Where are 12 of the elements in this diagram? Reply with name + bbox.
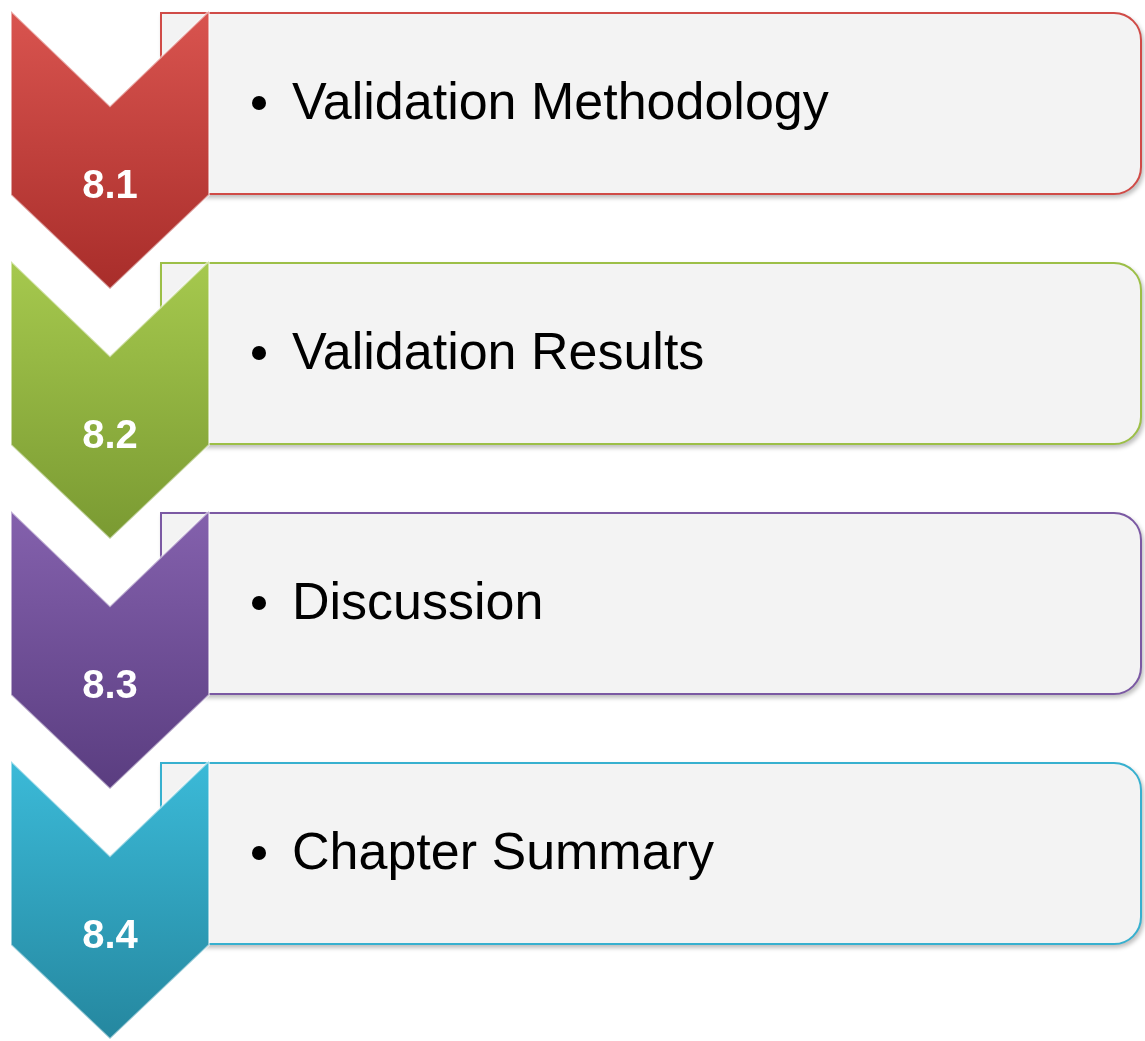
item-text: Chapter Summary (292, 821, 714, 882)
item-text: Discussion (292, 571, 544, 632)
item-box (160, 262, 1142, 445)
section-number: 8.1 (82, 161, 138, 208)
item-box (160, 12, 1142, 195)
item-box (160, 512, 1142, 695)
section-number: 8.3 (82, 661, 138, 708)
item-text: Validation Methodology (292, 71, 829, 132)
section-number: 8.2 (82, 411, 138, 458)
section-number: 8.4 (82, 911, 138, 958)
item-text: Validation Results (292, 321, 705, 382)
item-box (160, 762, 1142, 945)
